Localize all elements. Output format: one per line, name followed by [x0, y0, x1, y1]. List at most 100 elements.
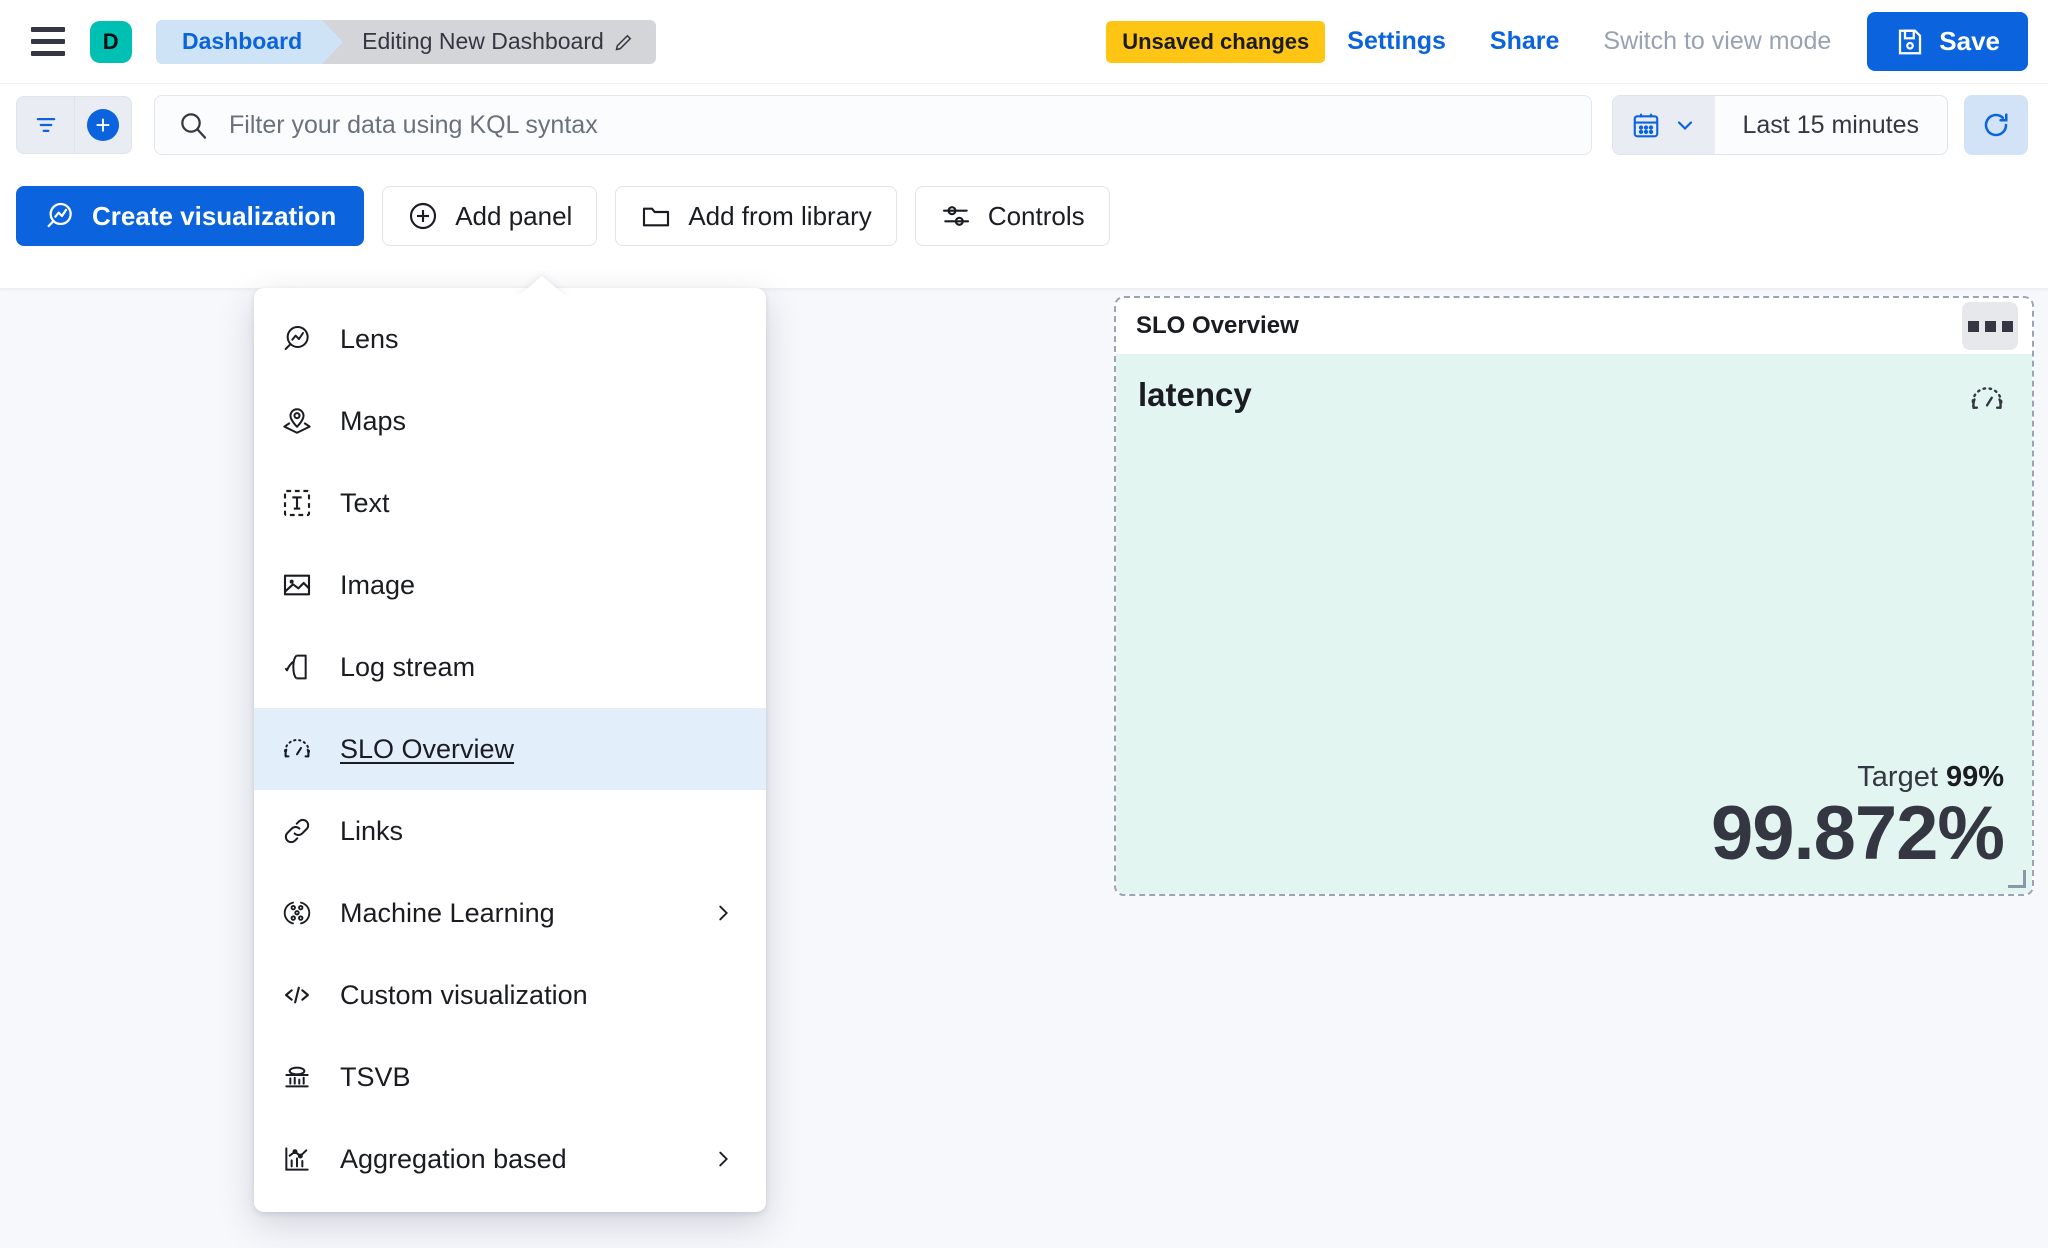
agg-chart-icon [280, 1142, 314, 1176]
search-input[interactable] [229, 110, 1569, 140]
slo-target: Target 99% [1138, 761, 2004, 794]
menu-item-lens[interactable]: Lens [254, 298, 766, 380]
filter-group: + [16, 96, 132, 154]
plus-icon: + [87, 109, 119, 141]
controls-label: Controls [987, 200, 1085, 231]
query-bar: + Last 15 minutes [0, 84, 2048, 166]
image-icon [280, 568, 314, 602]
slo-panel-body: latency Target 99% 99.872% [1116, 354, 2032, 894]
code-icon [280, 978, 314, 1012]
gauge-icon [1971, 387, 2003, 409]
log-stream-icon [280, 650, 314, 684]
menu-item-image[interactable]: Image [254, 544, 766, 626]
refresh-button[interactable] [1964, 95, 2028, 155]
save-disk-icon [1899, 29, 1922, 54]
menu-item-maps-label: Maps [340, 405, 407, 436]
panel-header: SLO Overview [1116, 298, 2032, 354]
menu-item-aggregation-based[interactable]: Aggregation based [254, 1118, 766, 1200]
slo-summary: Target 99% 99.872% [1138, 761, 2005, 877]
save-button-label: Save [1939, 26, 2000, 56]
calendar-icon [1633, 113, 1658, 138]
add-panel-menu: Lens Maps Text [254, 288, 766, 1212]
menu-item-tsvb-label: TSVB [340, 1061, 411, 1092]
chevron-right-icon [719, 905, 728, 921]
ellipsis-icon [1967, 320, 1979, 332]
menu-item-machine-learning[interactable]: Machine Learning [254, 872, 766, 954]
menu-item-machine-learning-label: Machine Learning [340, 897, 555, 928]
gauge-icon [280, 732, 314, 766]
refresh-icon [1984, 113, 2008, 137]
filter-options-button[interactable] [16, 96, 74, 154]
breadcrumb-dashboard-label: Dashboard [182, 28, 303, 54]
unsaved-changes-badge[interactable]: Unsaved changes [1106, 20, 1326, 63]
resize-handle-icon[interactable] [2008, 870, 2026, 888]
chevron-down-icon [1677, 121, 1692, 131]
settings-link[interactable]: Settings [1347, 27, 1446, 55]
folder-icon [643, 207, 670, 227]
avatar-letter: D [102, 28, 120, 54]
slo-target-value: 99% [1945, 761, 2004, 794]
menu-item-log-stream-label: Log stream [340, 651, 476, 682]
slo-sli-value: 99.872% [1710, 791, 2005, 877]
menu-item-text[interactable]: Text [254, 462, 766, 544]
tsvb-icon [280, 1060, 314, 1094]
slo-target-label: Target [1857, 761, 1938, 794]
add-from-library-button[interactable]: Add from library [615, 186, 897, 246]
link-icon [280, 814, 314, 848]
hamburger-icon[interactable] [26, 20, 70, 64]
lens-icon [47, 202, 72, 228]
breadcrumb-dashboard[interactable]: Dashboard [156, 19, 344, 64]
popover-arrow [516, 276, 568, 298]
menu-item-maps[interactable]: Maps [254, 380, 766, 462]
menu-item-links-label: Links [340, 815, 404, 846]
sliders-icon [942, 206, 969, 226]
menu-item-slo-overview-label: SLO Overview [340, 733, 515, 764]
menu-item-custom-visualization-label: Custom visualization [340, 979, 588, 1010]
menu-item-slo-overview[interactable]: SLO Overview [254, 708, 766, 790]
search-bar[interactable] [154, 95, 1592, 155]
breadcrumb: Dashboard Editing New Dashboard [156, 19, 656, 64]
slo-overview-panel[interactable]: SLO Overview latency Target 99% [1114, 296, 2034, 896]
avatar[interactable]: D [90, 20, 132, 63]
menu-item-text-label: Text [340, 487, 390, 518]
add-panel-button[interactable]: Add panel [382, 186, 598, 246]
search-icon [181, 113, 207, 139]
create-visualization-label: Create visualization [92, 200, 337, 231]
chevron-right-icon [719, 1151, 728, 1167]
map-pin-icon [280, 404, 314, 438]
add-panel-label: Add panel [455, 200, 573, 231]
plus-circle-icon [410, 202, 437, 230]
dashboard-toolbar: Create visualization Add panel Add from … [0, 166, 2048, 288]
text-box-icon [280, 486, 314, 520]
menu-item-custom-visualization[interactable]: Custom visualization [254, 954, 766, 1036]
save-button[interactable]: Save [1867, 12, 2028, 71]
breadcrumb-current[interactable]: Editing New Dashboard [322, 19, 656, 64]
ml-icon [280, 896, 314, 930]
lens-icon [280, 322, 314, 356]
share-link[interactable]: Share [1489, 27, 1560, 55]
filter-icon [36, 118, 55, 132]
slo-name: latency [1138, 376, 1252, 413]
menu-item-links[interactable]: Links [254, 790, 766, 872]
ellipsis-icon [2001, 320, 2013, 332]
time-range-value[interactable]: Last 15 minutes [1742, 110, 1920, 139]
date-picker: Last 15 minutes [1611, 95, 1948, 155]
pencil-icon [615, 34, 632, 50]
app-header: D Dashboard Editing New Dashboard Unsave… [0, 0, 2048, 84]
add-from-library-label: Add from library [688, 200, 872, 231]
menu-item-log-stream[interactable]: Log stream [254, 626, 766, 708]
header-actions: Unsaved changes Settings Share Switch to… [1106, 12, 2028, 71]
add-filter-button[interactable]: + [74, 96, 132, 154]
ellipsis-icon [1984, 320, 1996, 332]
menu-item-tsvb[interactable]: TSVB [254, 1036, 766, 1118]
menu-item-image-label: Image [340, 569, 416, 600]
menu-item-aggregation-based-label: Aggregation based [340, 1143, 567, 1174]
create-visualization-button[interactable]: Create visualization [16, 186, 365, 246]
switch-to-view-mode-link[interactable]: Switch to view mode [1603, 27, 1832, 55]
panel-context-menu-button[interactable] [1962, 302, 2018, 350]
menu-item-lens-label: Lens [340, 323, 399, 354]
panel-title: SLO Overview [1136, 312, 1299, 339]
breadcrumb-current-label: Editing New Dashboard [362, 28, 604, 54]
controls-button[interactable]: Controls [914, 186, 1110, 246]
date-picker-quick-select[interactable] [1612, 96, 1715, 154]
